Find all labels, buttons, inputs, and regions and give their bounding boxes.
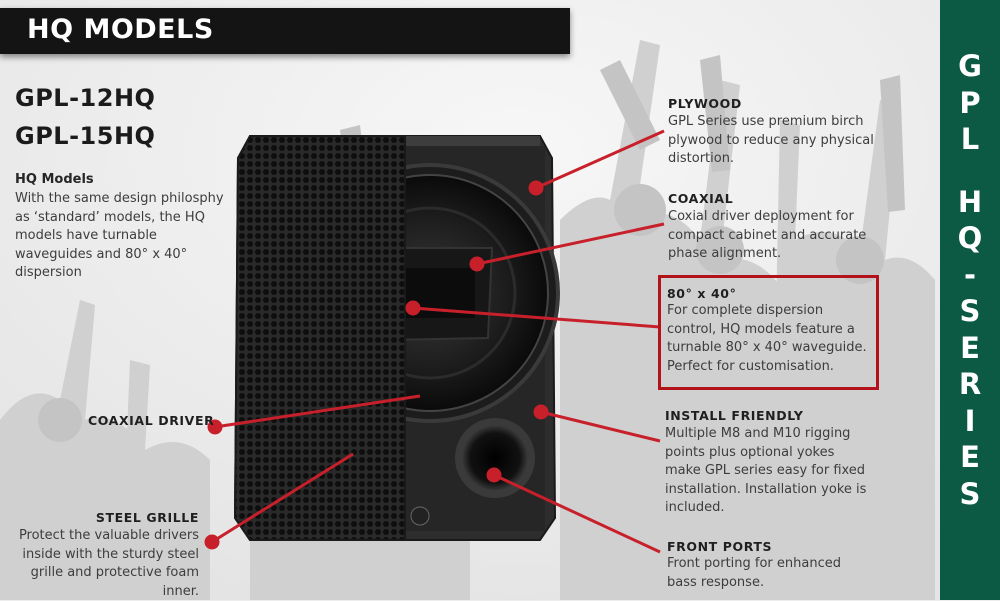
sidebar-letter: E [948, 439, 992, 476]
series-sidebar: G P L H Q - S E R I E S [940, 0, 1000, 600]
sidebar-letter: L [948, 121, 992, 158]
coaxial-text: Coxial driver deployment for compact cab… [668, 208, 898, 264]
plywood-title: PLYWOOD [668, 96, 742, 111]
install-title: INSTALL FRIENDLY [665, 408, 804, 423]
sidebar-letter: S [948, 476, 992, 513]
plywood-line: distortion. [668, 150, 898, 169]
ports-line: bass response. [667, 574, 897, 593]
coaxial-line: Coxial driver deployment for [668, 208, 898, 227]
intro-line: With the same design philosphy [15, 190, 230, 209]
model-name-12hq: GPL-12HQ [15, 84, 155, 112]
ports-title: FRONT PORTS [667, 539, 772, 554]
sidebar-letter: I [948, 403, 992, 440]
grille-line: inside with the sturdy steel [0, 546, 199, 565]
dispersion-line: For complete dispersion [667, 302, 877, 321]
sidebar-letter: R [948, 366, 992, 403]
sidebar-letter: Q [948, 220, 992, 257]
sidebar-letter: P [948, 85, 992, 122]
speaker-cabinet-image [230, 128, 560, 548]
grille-line: inner. [0, 583, 199, 601]
dispersion-line: turnable 80° x 40° waveguide. [667, 339, 877, 358]
install-text: Multiple M8 and M10 rigging points plus … [665, 425, 900, 518]
install-line: points plus optional yokes [665, 444, 900, 463]
sidebar-letter: S [948, 293, 992, 330]
sidebar-letter: G [948, 48, 992, 85]
dispersion-title: 80° x 40° [667, 286, 736, 301]
plywood-line: GPL Series use premium birch [668, 113, 898, 132]
grille-title: STEEL GRILLE [0, 510, 199, 525]
coaxial-line: compact cabinet and accurate [668, 227, 898, 246]
sidebar-letter-space [948, 158, 992, 184]
sidebar-letter: E [948, 330, 992, 367]
sidebar-letter: H [948, 184, 992, 221]
install-line: installation. Installation yoke is [665, 481, 900, 500]
intro-line: as ‘standard’ models, the HQ [15, 209, 230, 228]
model-name-15hq: GPL-15HQ [15, 122, 155, 150]
intro-line: waveguides and 80° x 40° [15, 246, 230, 265]
page-title: HQ MODELS [27, 14, 214, 45]
grille-line: grille and protective foam [0, 564, 199, 583]
header-bar: HQ MODELS [0, 8, 570, 54]
intro-line: models have turnable [15, 227, 230, 246]
intro-line: dispersion [15, 264, 230, 283]
plywood-text: GPL Series use premium birch plywood to … [668, 113, 898, 169]
coaxial-line: phase alignment. [668, 245, 898, 264]
ports-line: Front porting for enhanced [667, 555, 897, 574]
sidebar-letter: - [948, 257, 992, 294]
install-line: Multiple M8 and M10 rigging [665, 425, 900, 444]
series-vertical-title: G P L H Q - S E R I E S [948, 48, 992, 512]
install-line: included. [665, 499, 900, 518]
install-line: make GPL series easy for fixed [665, 462, 900, 481]
driver-title: COAXIAL DRIVER [88, 413, 214, 428]
coaxial-title: COAXIAL [668, 191, 733, 206]
intro-text: With the same design philosphy as ‘stand… [15, 190, 230, 283]
grille-text: Protect the valuable drivers inside with… [0, 527, 199, 601]
dispersion-text: For complete dispersion control, HQ mode… [667, 302, 877, 376]
plywood-line: plywood to reduce any physical [668, 132, 898, 151]
grille-line: Protect the valuable drivers [0, 527, 199, 546]
dispersion-line: Perfect for customisation. [667, 358, 877, 377]
dispersion-line: control, HQ models feature a [667, 321, 877, 340]
intro-heading: HQ Models [15, 172, 94, 187]
ports-text: Front porting for enhanced bass response… [667, 555, 897, 592]
